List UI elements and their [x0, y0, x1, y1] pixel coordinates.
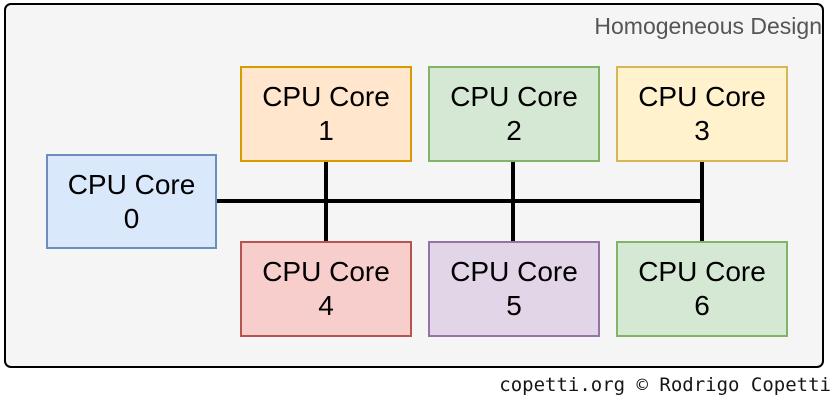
core-label: CPU Core — [450, 256, 578, 287]
core-number: 3 — [694, 115, 710, 146]
diagram-title: Homogeneous Design — [594, 13, 822, 39]
core-label: CPU Core — [450, 81, 578, 112]
core-label: CPU Core — [638, 81, 766, 112]
cpu-core-3-box: CPU Core 3 — [616, 66, 788, 162]
core-number: 2 — [506, 115, 522, 146]
bus-vertical-line-2 — [511, 162, 515, 242]
cpu-core-6-box: CPU Core 6 — [616, 241, 788, 337]
core-label: CPU Core — [262, 256, 390, 287]
bus-vertical-line-1 — [324, 162, 328, 242]
core-number: 1 — [318, 115, 334, 146]
cpu-core-4-box: CPU Core 4 — [240, 241, 412, 337]
core-label: CPU Core — [67, 168, 196, 200]
core-label: CPU Core — [262, 81, 390, 112]
cpu-core-2-box: CPU Core 2 — [428, 66, 600, 162]
cpu-core-0-box: CPU Core 0 — [46, 154, 217, 249]
core-number: 0 — [123, 202, 140, 234]
cpu-core-1-box: CPU Core 1 — [240, 66, 412, 162]
bus-vertical-line-3 — [700, 162, 704, 242]
cpu-core-5-box: CPU Core 5 — [428, 241, 600, 337]
core-number: 5 — [506, 290, 522, 321]
bus-horizontal-line — [217, 199, 704, 203]
core-number: 6 — [694, 290, 710, 321]
core-label: CPU Core — [638, 256, 766, 287]
core-number: 4 — [318, 290, 334, 321]
credit-caption: copetti.org © Rodrigo Copetti — [499, 374, 831, 396]
